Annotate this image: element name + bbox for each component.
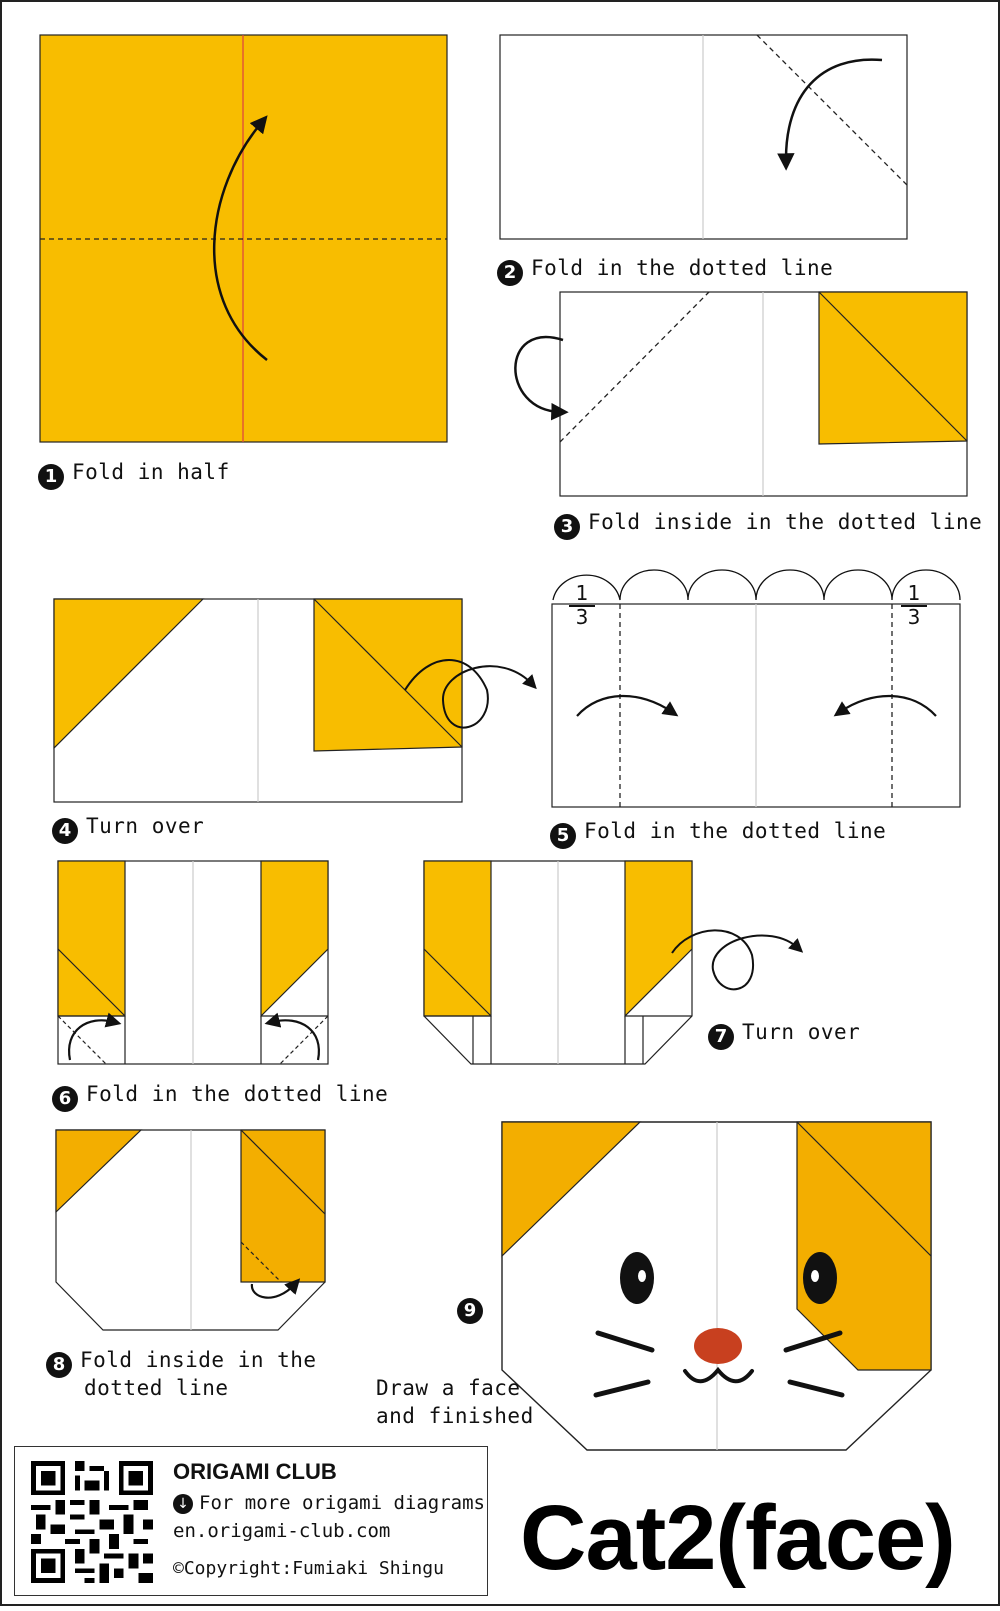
- step-8-label: 8 Fold inside in the: [46, 1346, 317, 1378]
- site-url[interactable]: en.origami-club.com: [173, 1520, 391, 1542]
- step-7-text: Turn over: [742, 1020, 861, 1044]
- step-6-number: 6: [52, 1086, 78, 1112]
- step-8-text: Fold inside in the: [80, 1348, 317, 1372]
- step-5-number: 5: [550, 823, 576, 849]
- cat-mouth: [683, 1366, 754, 1384]
- step-6-figure: [57, 860, 329, 1065]
- step-9-label: 9: [457, 1292, 491, 1324]
- cat-nose: [694, 1328, 742, 1364]
- fraction-right-denominator: 3: [907, 605, 921, 629]
- cat-left-eye: [620, 1252, 654, 1304]
- step-6-label: 6 Fold in the dotted line: [52, 1080, 388, 1112]
- step-9-number: 9: [457, 1298, 483, 1324]
- step-2-figure: [499, 34, 908, 240]
- step-3-number: 3: [554, 514, 580, 540]
- step-6-text: Fold in the dotted line: [86, 1082, 389, 1106]
- step-1-number: 1: [38, 464, 64, 490]
- step-2-number: 2: [497, 260, 523, 286]
- step-3-text: Fold inside in the dotted line: [588, 510, 983, 534]
- step-3-label: 3 Fold inside in the dotted line: [554, 508, 982, 540]
- page-title: Cat2(face): [520, 1487, 956, 1589]
- step-3-figure: [514, 291, 968, 497]
- step-8-number: 8: [46, 1352, 72, 1378]
- fraction-left-denominator: 3: [575, 605, 589, 629]
- fraction-right-numerator: 1: [907, 581, 921, 605]
- step-2-text: Fold in the dotted line: [531, 256, 834, 280]
- step-5-text: Fold in the dotted line: [584, 819, 887, 843]
- more-diagrams-text: For more origami diagrams: [199, 1492, 485, 1514]
- step-8-text-line2: dotted line: [84, 1376, 229, 1400]
- step-7-figure: [423, 860, 804, 1065]
- step-7-label: 7 Turn over: [708, 1018, 860, 1050]
- step-4-label: 4 Turn over: [52, 812, 204, 844]
- step-2-label: 2 Fold in the dotted line: [497, 254, 833, 286]
- club-name: ORIGAMI CLUB: [173, 1459, 337, 1484]
- step-5-label: 5 Fold in the dotted line: [550, 817, 886, 849]
- cat-face-figure: [501, 1121, 932, 1451]
- step-4-figure: [53, 598, 537, 803]
- more-diagrams-link[interactable]: ↓ For more origami diagrams: [173, 1491, 485, 1515]
- step-5-figure: [551, 569, 961, 808]
- down-arrow-icon: ↓: [173, 1494, 193, 1514]
- qr-code[interactable]: [31, 1461, 153, 1583]
- step-9-text: Draw a face: [376, 1376, 521, 1400]
- step-1-figure: [39, 34, 448, 443]
- copyright: ©Copyright:Fumiaki Shingu: [173, 1558, 444, 1579]
- footer-box: ORIGAMI CLUB ↓For more origami diagrams …: [14, 1446, 488, 1596]
- step-4-text: Turn over: [86, 814, 205, 838]
- step-7-number: 7: [708, 1024, 734, 1050]
- step-9-text-line2: and finished: [376, 1404, 534, 1428]
- step-4-number: 4: [52, 818, 78, 844]
- step-1-label: 1 Fold in half: [38, 458, 230, 490]
- step-1-text: Fold in half: [72, 460, 230, 484]
- step-8-figure: [55, 1129, 326, 1331]
- cat-right-eye: [803, 1252, 837, 1304]
- fraction-left-numerator: 1: [575, 581, 589, 605]
